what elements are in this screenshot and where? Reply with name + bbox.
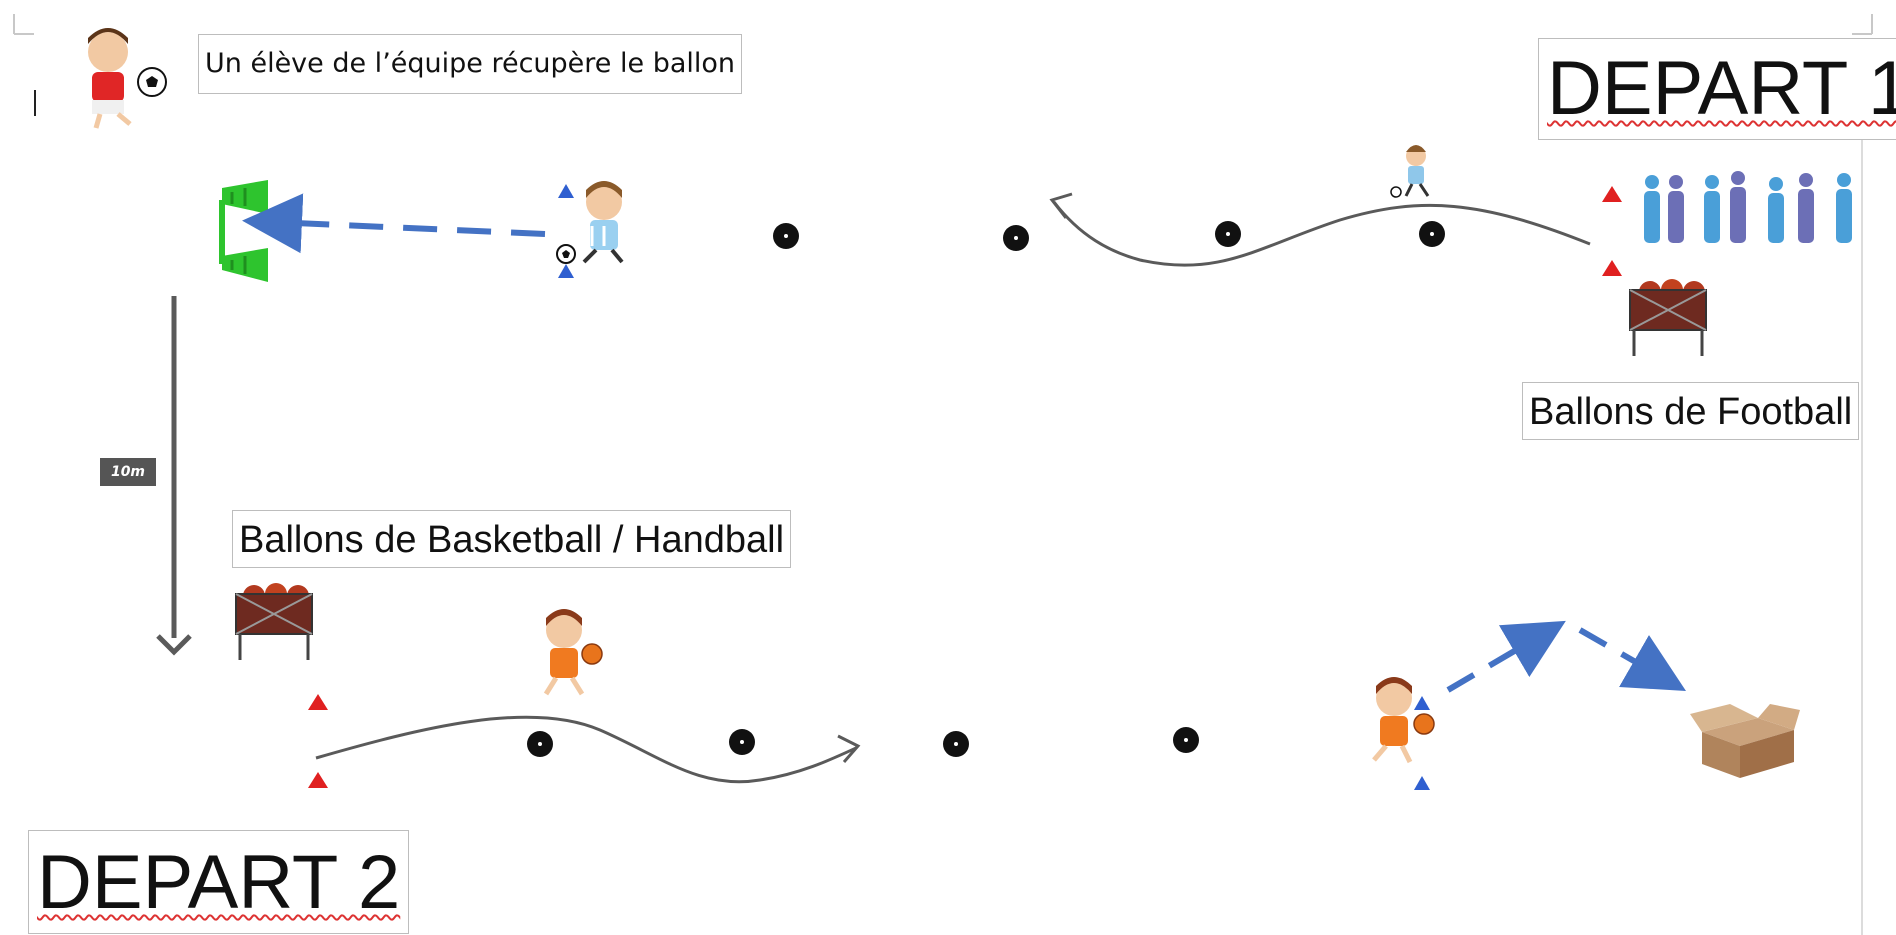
team-people-icon — [1644, 171, 1852, 243]
start-2-text: DEPART 2 — [37, 840, 400, 925]
plot-icon — [1173, 727, 1199, 753]
cone-icon — [1414, 776, 1430, 790]
start-1-label: DEPART 1 — [1538, 38, 1896, 140]
plot-icon — [729, 729, 755, 755]
plot-icon — [1419, 221, 1445, 247]
pass-arrow-to-goal — [272, 222, 545, 234]
cone-icon — [308, 772, 328, 788]
start-1-text: DEPART 1 — [1547, 46, 1896, 131]
cone-icon — [1602, 260, 1622, 276]
football-balls-label: Ballons de Football — [1522, 382, 1859, 440]
distance-arrow — [158, 296, 190, 652]
dribble-path-top — [1054, 202, 1590, 265]
child-with-ball-icon — [88, 28, 166, 128]
arrow-head-top — [1052, 194, 1072, 218]
dribble-path-bottom — [316, 717, 856, 782]
ball-cart-icon — [236, 583, 312, 660]
ball-cart-icon — [1630, 279, 1706, 356]
crop-marks — [14, 14, 1872, 34]
cone-icon — [1602, 186, 1622, 202]
basketball-player-icon — [546, 609, 602, 694]
basketball-player-icon — [1374, 677, 1434, 762]
legend-text: Un élève de l’équipe récupère le ballon — [198, 34, 742, 94]
plot-icon — [1215, 221, 1241, 247]
football-player-icon — [1391, 145, 1428, 197]
distance-badge: 10m — [100, 458, 156, 486]
cone-icon — [308, 694, 328, 710]
pass-arrow-up — [1448, 636, 1540, 690]
cone-icon — [558, 184, 574, 198]
arrow-head-bottom — [838, 736, 858, 762]
plot-icon — [1003, 225, 1029, 251]
start-2-label: DEPART 2 — [28, 830, 409, 934]
pass-arrow-down — [1580, 630, 1660, 676]
plot-icon — [527, 731, 553, 757]
text-cursor — [34, 90, 36, 116]
goal-icon — [222, 180, 268, 282]
box-icon — [1690, 704, 1800, 778]
plot-icon — [943, 731, 969, 757]
basketball-handball-balls-label: Ballons de Basketball / Handball — [232, 510, 791, 568]
cone-icon — [1414, 696, 1430, 710]
cone-icon — [558, 264, 574, 278]
plot-icon — [773, 223, 799, 249]
